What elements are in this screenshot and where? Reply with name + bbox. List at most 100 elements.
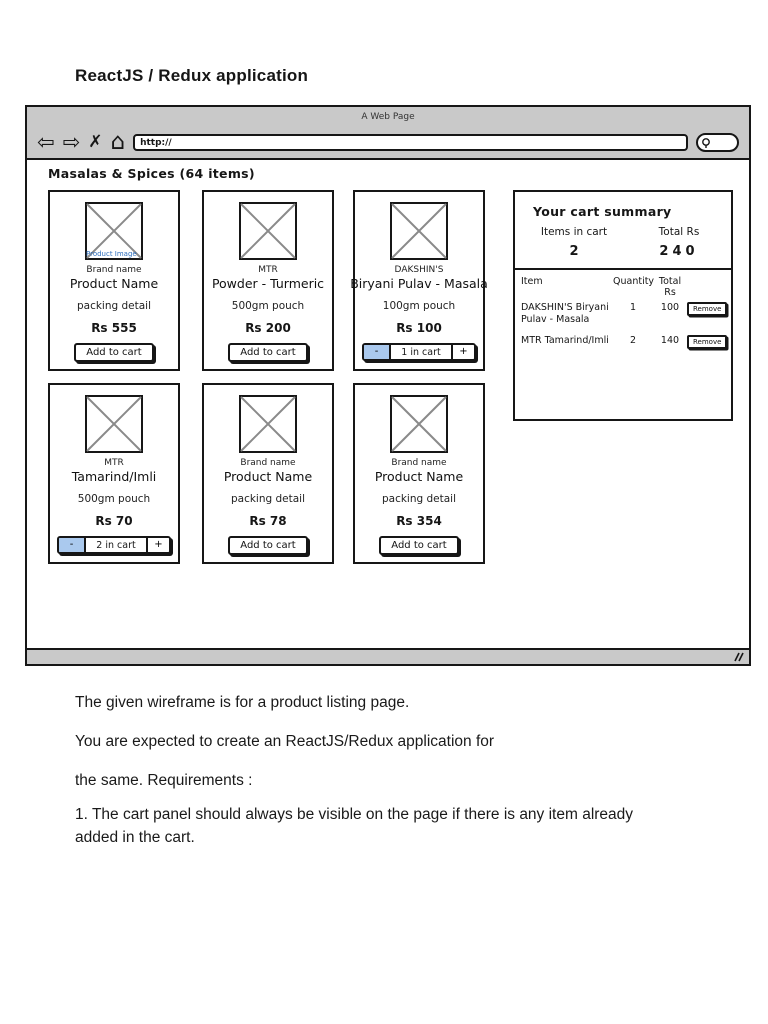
remove-item-button[interactable]: Remove [687, 302, 728, 316]
image-placeholder-icon [390, 395, 448, 453]
product-packing: packing detail [230, 493, 306, 505]
forward-icon[interactable]: ⇨ [62, 130, 81, 154]
image-placeholder-icon [390, 202, 448, 260]
product-name: Product Name [69, 276, 159, 291]
product-card: Product Image Brand name Product Name pa… [48, 190, 180, 371]
search-icon [702, 137, 710, 148]
product-price: Rs 70 [95, 514, 133, 528]
category-heading: Masalas & Spices (64 items) [48, 166, 255, 181]
quantity-column-header: Quantity [613, 276, 655, 287]
quantity-stepper[interactable]: - 2 in cart + [57, 536, 171, 554]
decrement-button[interactable]: - [59, 538, 86, 552]
cart-table-header: Item Quantity Total Rs [521, 276, 727, 298]
product-card: DAKSHIN'S Biryani Pulav - Masala 100gm p… [350, 190, 488, 371]
product-brand: MTR [104, 458, 124, 468]
image-placeholder-icon [239, 202, 297, 260]
image-placeholder-icon [85, 202, 143, 260]
remove-item-button[interactable]: Remove [687, 334, 728, 349]
cart-item-name: DAKSHIN'S Biryani Pulav - Masala [521, 302, 609, 325]
home-icon[interactable]: ⌂ [110, 129, 126, 155]
window-title: A Web Page [361, 112, 415, 122]
product-packing: packing detail [76, 300, 152, 312]
cart-summary-panel: Your cart summary Items in cart 2 Total … [513, 190, 733, 421]
stepper-count-label: 2 in cart [86, 538, 146, 552]
product-card: Brand name Product Name packing detail R… [353, 383, 485, 564]
increment-button[interactable]: + [146, 538, 169, 552]
image-placeholder-icon [239, 395, 297, 453]
search-button[interactable] [696, 133, 739, 152]
product-image-placeholder [390, 395, 448, 453]
product-brand: Brand name [86, 265, 142, 275]
cart-divider [515, 268, 731, 270]
cart-summary-totals: Items in cart 2 Total Rs 240 [515, 226, 731, 259]
add-to-cart-button[interactable]: Add to cart [74, 343, 154, 362]
product-card: MTR Powder - Turmeric 500gm pouch Rs 200… [202, 190, 334, 371]
cart-item-row: DAKSHIN'S Biryani Pulav - Masala 1 100 R… [521, 302, 728, 326]
image-placeholder-label: Product Image [86, 250, 137, 258]
item-column-header: Item [521, 276, 543, 287]
cart-item-row: MTR Tamarind/Imli 2 140 Remove [521, 334, 728, 349]
product-price: Rs 78 [249, 514, 287, 528]
stop-icon[interactable]: ✗ [88, 132, 103, 152]
product-image-placeholder: Product Image [85, 202, 143, 260]
product-price: Rs 555 [91, 321, 137, 335]
product-name: Product Name [223, 469, 313, 484]
browser-toolbar: ⇦ ⇨ ✗ ⌂ http:// [27, 127, 749, 160]
total-column-header: Total Rs [658, 276, 682, 298]
product-image-placeholder [390, 202, 448, 260]
cart-items-table: Item Quantity Total Rs DAKSHIN'S Biryani… [515, 270, 731, 349]
status-bar [27, 648, 749, 664]
back-icon[interactable]: ⇦ [37, 130, 55, 154]
paragraph: 1. The cart panel should always be visib… [75, 806, 634, 846]
product-packing: packing detail [381, 493, 457, 505]
page-content: Masalas & Spices (64 items) Product Imag… [27, 160, 749, 646]
product-image-placeholder [239, 395, 297, 453]
product-price: Rs 200 [245, 321, 291, 335]
items-in-cart-label: Items in cart [540, 226, 608, 238]
add-to-cart-button[interactable]: Add to cart [228, 343, 308, 362]
paragraph: You are expected to create an ReactJS/Re… [75, 733, 495, 750]
cart-item-quantity: 1 [629, 302, 637, 313]
items-in-cart-value: 2 [569, 244, 579, 259]
product-brand: Brand name [240, 458, 296, 468]
image-placeholder-icon [85, 395, 143, 453]
product-name: Tamarind/Imli [71, 469, 157, 484]
paragraph: The given wireframe is for a product lis… [75, 694, 410, 711]
product-name: Powder - Turmeric [211, 276, 325, 291]
product-image-placeholder [85, 395, 143, 453]
cart-item-name: MTR Tamarind/Imli [521, 334, 609, 346]
cart-item-quantity: 2 [629, 334, 637, 346]
product-packing: 500gm pouch [77, 493, 151, 505]
cart-summary-title: Your cart summary [533, 204, 672, 219]
cart-total-value: 240 [659, 244, 699, 259]
product-name: Product Name [374, 469, 464, 484]
url-text: http:// [140, 137, 172, 148]
cart-total-label: Total Rs [658, 226, 700, 238]
cart-item-total: 100 [660, 302, 680, 313]
browser-window: A Web Page ⇦ ⇨ ✗ ⌂ http:// Masalas & Spi… [25, 105, 751, 666]
resize-handle-icon[interactable] [732, 652, 744, 662]
url-input[interactable]: http:// [133, 134, 688, 151]
product-packing: 100gm pouch [382, 300, 456, 312]
product-brand: Brand name [391, 458, 447, 468]
decrement-button[interactable]: - [364, 345, 391, 359]
page-title: ReactJS / Redux application [75, 66, 309, 85]
product-card: MTR Tamarind/Imli 500gm pouch Rs 70 - 2 … [48, 383, 180, 564]
browser-titlebar: A Web Page [27, 107, 749, 127]
product-card: Brand name Product Name packing detail R… [202, 383, 334, 564]
add-to-cart-button[interactable]: Add to cart [228, 536, 308, 555]
product-brand: MTR [258, 265, 278, 275]
paragraph: the same. Requirements : [75, 772, 253, 789]
product-packing: 500gm pouch [231, 300, 305, 312]
increment-button[interactable]: + [451, 345, 474, 359]
stepper-count-label: 1 in cart [391, 345, 451, 359]
cart-item-total: 140 [660, 334, 680, 346]
product-price: Rs 100 [396, 321, 442, 335]
product-price: Rs 354 [396, 514, 442, 528]
product-name: Biryani Pulav - Masala [350, 276, 488, 291]
requirements-text: The given wireframe is for a product lis… [75, 691, 675, 849]
product-brand: DAKSHIN'S [394, 265, 444, 275]
quantity-stepper[interactable]: - 1 in cart + [362, 343, 476, 361]
product-image-placeholder [239, 202, 297, 260]
add-to-cart-button[interactable]: Add to cart [379, 536, 459, 555]
